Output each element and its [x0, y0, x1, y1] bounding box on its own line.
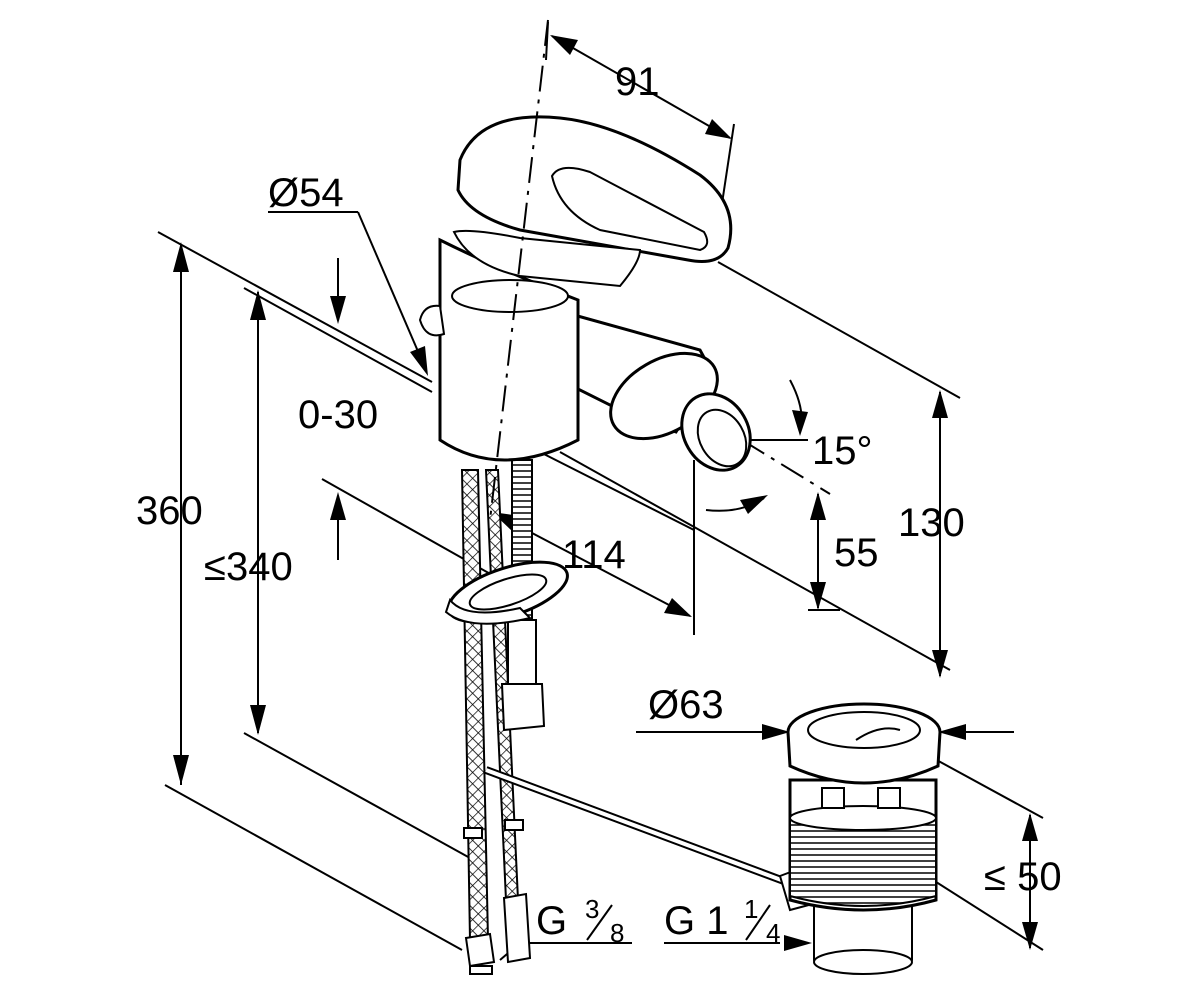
pop-up-rod	[484, 766, 794, 888]
pop-up-waste	[778, 702, 942, 975]
dim-50-label: ≤ 50	[984, 855, 1062, 899]
thread-g114-denominator: 4	[766, 918, 780, 948]
thread-g38-prefix: G	[536, 899, 567, 943]
dim-54-label: Ø54	[268, 171, 344, 215]
dim-114-label: 114	[562, 533, 626, 577]
dim-0-30-label: 0-30	[298, 393, 378, 437]
thread-g114-prefix: G 1	[664, 899, 728, 943]
dim-15-label: 15°	[812, 429, 873, 473]
dim-55-label: 55	[834, 531, 879, 575]
dim-340-label: ≤340	[204, 545, 293, 589]
extension-lines	[157, 21, 1044, 951]
thread-g38-numerator: 3	[585, 894, 599, 924]
mixer-body	[418, 115, 752, 472]
dim-91-label: 91	[615, 60, 660, 104]
body-centerline	[489, 19, 549, 521]
thread-labels: G 3 8 G 1 1 4	[536, 894, 780, 948]
dim-130-label: 130	[898, 501, 965, 545]
mounting-clamp	[444, 560, 569, 625]
thread-g38-denominator: 8	[610, 918, 624, 948]
dim-360-label: 360	[136, 489, 203, 533]
thread-g114-numerator: 1	[744, 894, 758, 924]
dimension-labels: 91 Ø54 0-30 360 ≤340 114 15° 55 130 Ø63 …	[136, 60, 1062, 899]
dim-63-label: Ø63	[648, 683, 724, 727]
